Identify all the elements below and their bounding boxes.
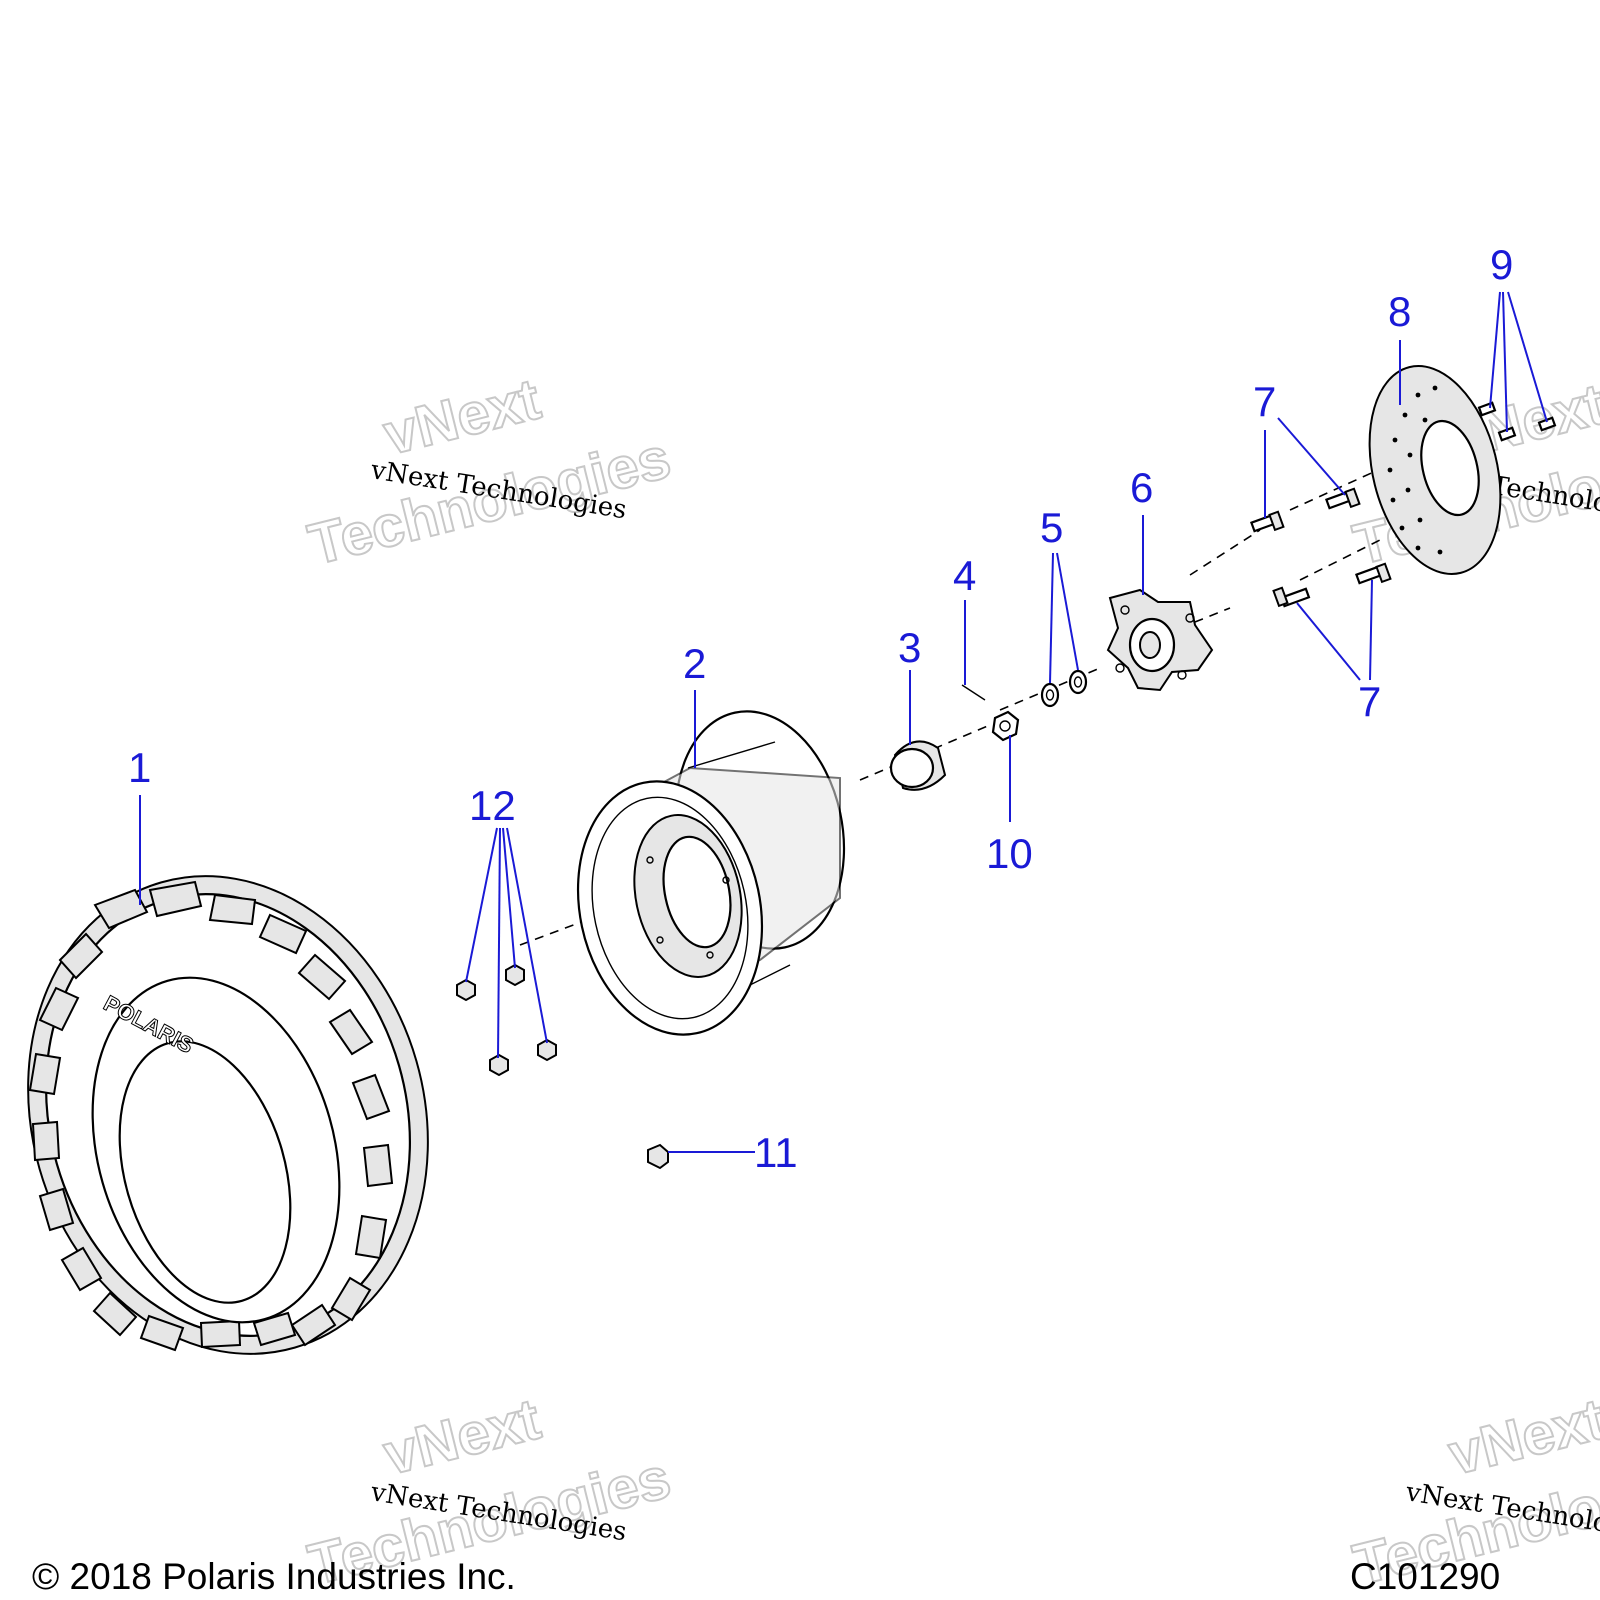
- cotter-pin: [961, 684, 986, 701]
- svg-text:vNext: vNext: [377, 366, 546, 467]
- svg-text:vNext: vNext: [377, 1386, 546, 1487]
- callout-9: 9: [1490, 241, 1513, 288]
- callout-8: 8: [1388, 288, 1411, 335]
- lug-nut: [456, 978, 476, 1002]
- lug-nuts: [456, 963, 557, 1077]
- callout-3: 3: [898, 624, 921, 671]
- wheel-stud: [1355, 562, 1392, 585]
- wheel-stud: [1272, 586, 1311, 608]
- wheel-hub: [1106, 588, 1214, 692]
- washers: [1040, 669, 1088, 708]
- callout-2: 2: [683, 640, 706, 687]
- figure-id: C101290: [1350, 1556, 1501, 1597]
- rim: [576, 710, 846, 1036]
- callout-11: 11: [754, 1129, 798, 1176]
- callout-4: 4: [953, 552, 976, 599]
- brake-disc: [1368, 365, 1502, 575]
- leader-lines: [139, 291, 1548, 1153]
- callout-1: 1: [128, 744, 151, 791]
- svg-text:vNext: vNext: [1442, 1386, 1600, 1487]
- callout-7-upper: 7: [1253, 378, 1276, 425]
- wheel-stud: [1325, 487, 1361, 510]
- callout-12: 12: [469, 782, 516, 829]
- tire: POLARIS: [27, 875, 429, 1355]
- copyright-text: © 2018 Polaris Industries Inc.: [32, 1556, 516, 1597]
- hub-cap: [889, 740, 947, 791]
- castle-nut: [991, 710, 1020, 742]
- callout-7-lower: 7: [1358, 678, 1381, 725]
- callout-6: 6: [1130, 464, 1153, 511]
- valve-stem: [647, 1143, 669, 1170]
- wheel-studs: [1250, 487, 1392, 608]
- watermark-top-left: vNext Technologies vNext Technologies: [301, 365, 677, 578]
- callout-5: 5: [1040, 504, 1063, 551]
- tire-tread: [28, 880, 394, 1352]
- callout-10: 10: [986, 830, 1033, 877]
- disc-bolt: [1497, 426, 1517, 442]
- callout-labels: 1 2 3 4 5 6 7 7 8 9 10 11 12: [128, 241, 1513, 1176]
- wheel-stud: [1250, 510, 1285, 533]
